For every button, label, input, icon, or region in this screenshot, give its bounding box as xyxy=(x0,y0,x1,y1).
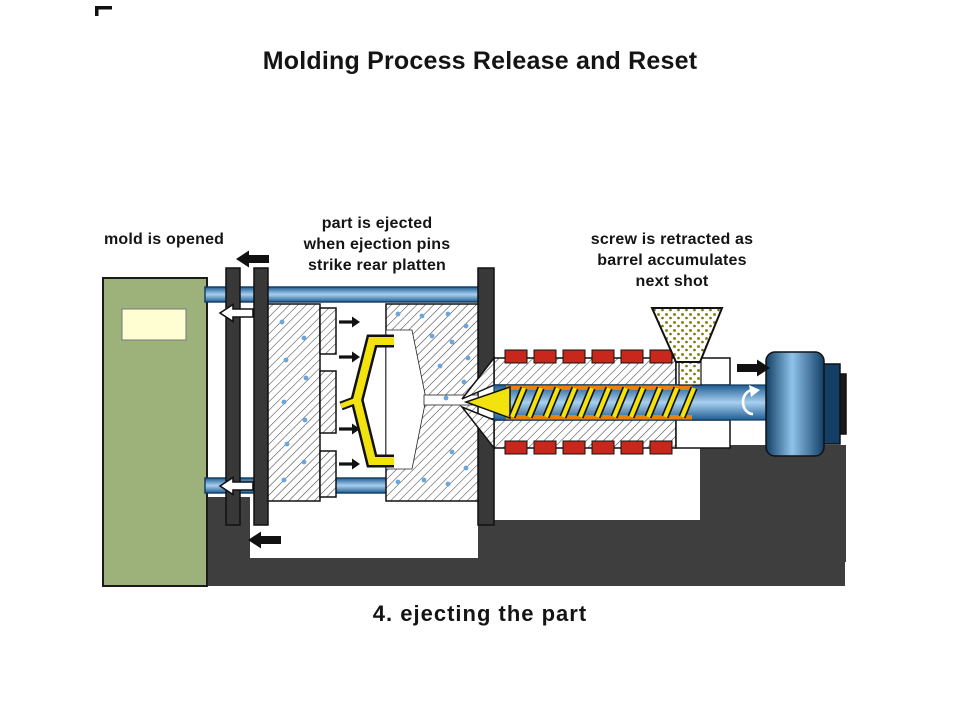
label-ejection-line3: strike rear platten xyxy=(307,257,447,274)
stationary-mold-half xyxy=(385,303,479,502)
step-caption: 4. ejecting the part xyxy=(372,601,588,626)
ejected-part xyxy=(339,334,394,468)
label-screw-retract-line2: barrel accumulates xyxy=(597,252,747,269)
slide-corner-mark xyxy=(95,6,112,16)
screw-rotation-icon xyxy=(741,385,760,416)
mold-cavity xyxy=(385,329,427,470)
screw xyxy=(463,385,694,420)
moving-platen-bar xyxy=(253,267,269,526)
label-ejection-line1: part is ejected xyxy=(321,215,433,232)
rear-platen-bar xyxy=(225,267,241,526)
label-ejection-line2: when ejection pins xyxy=(303,236,451,253)
ejection-arrow-icon xyxy=(339,458,360,470)
control-window xyxy=(121,308,187,341)
label-screw-retract-line1: screw is retracted as xyxy=(590,231,754,248)
hydraulic-drive xyxy=(765,351,847,457)
hopper xyxy=(650,307,724,386)
nozzle-top xyxy=(461,355,495,400)
ejection-arrow-icon xyxy=(339,351,360,363)
screw-retract-arrow-icon xyxy=(737,359,770,377)
machine-base xyxy=(207,445,846,586)
tie-bar-top xyxy=(204,286,494,303)
slide-title: Molding Process Release and Reset xyxy=(262,47,698,75)
mold-open-arrow-icon xyxy=(236,250,269,268)
label-screw-retract-line3: next shot xyxy=(635,273,709,290)
screw-tip xyxy=(463,385,511,420)
cooling-channel-dots xyxy=(279,311,471,487)
heater-bands-top xyxy=(504,349,673,364)
nozzle-bottom xyxy=(459,405,495,451)
label-ejection: part is ejected when ejection pins strik… xyxy=(267,213,487,276)
label-mold-opened: mold is opened xyxy=(104,231,225,248)
hopper-body xyxy=(650,307,724,363)
label-screw-retract: screw is retracted as barrel accumulates… xyxy=(557,229,787,292)
fixed-end-housing xyxy=(102,277,208,587)
heater-bands-bottom xyxy=(504,440,673,455)
carriage-arrow-icon xyxy=(248,531,281,549)
moving-mold-half xyxy=(267,303,337,502)
drive-cylinder xyxy=(765,351,825,457)
ejection-arrow-icon xyxy=(339,316,360,328)
